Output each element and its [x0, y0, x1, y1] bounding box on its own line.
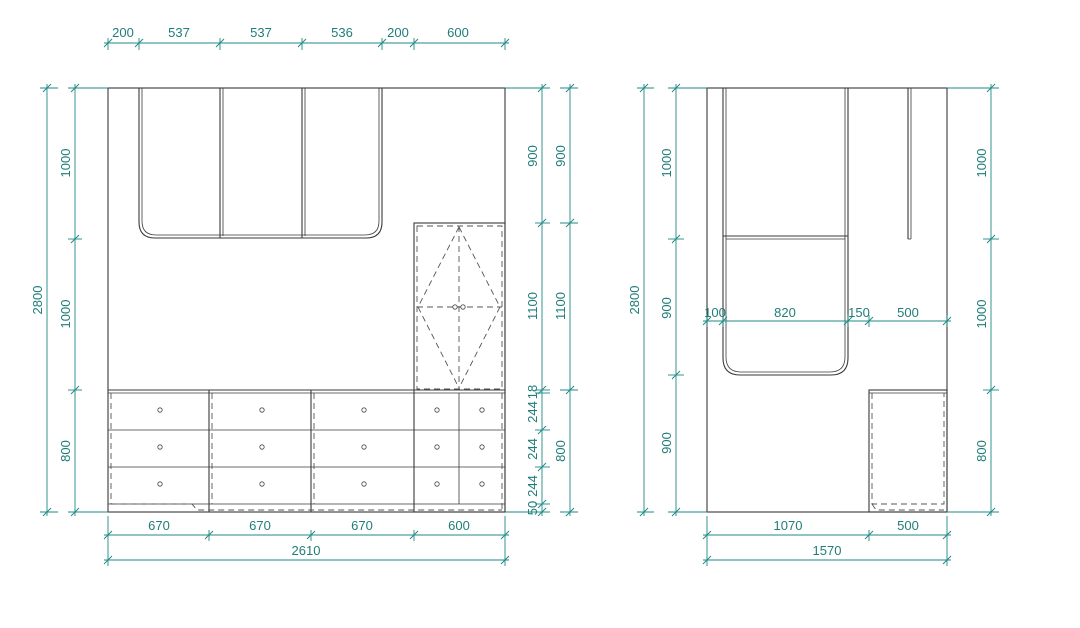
dim-text: 1000: [58, 300, 73, 329]
dim-text: 820: [774, 305, 796, 320]
upper-cabinet: [138, 88, 383, 239]
drawer-knobs: [157, 407, 485, 487]
front-bottom-dimension: [103, 516, 510, 566]
dim-text: 1070: [774, 518, 803, 533]
dim-text: 2800: [627, 286, 642, 315]
dim-text: 1100: [525, 292, 540, 320]
side-lower-hidden: [871, 393, 945, 505]
dim-text: 900: [553, 145, 568, 167]
dim-text: 670: [249, 518, 271, 533]
dim-text: 670: [148, 518, 170, 533]
dim-text: 800: [553, 440, 568, 462]
side-left-dimension: [637, 83, 707, 517]
side-elevation: 100 820 150 500 1070 500 1570 2800: [627, 83, 999, 566]
dim-text: 244: [525, 438, 540, 460]
dim-text: 600: [448, 518, 470, 533]
dim-text: 1100: [553, 292, 568, 320]
dim-text: 600: [447, 25, 469, 40]
front-top-dimension: [103, 38, 510, 50]
front-elevation: 200 537 537 536 200 600 670 670 670 600 …: [30, 25, 578, 566]
dim-text: 536: [331, 25, 353, 40]
dim-text: 1000: [58, 149, 73, 178]
dim-text: 1000: [974, 149, 989, 178]
dim-text: 1000: [974, 300, 989, 329]
front-left-dimension: [40, 83, 108, 517]
front-right-dimension: [505, 83, 578, 517]
dim-text: 50: [525, 501, 540, 515]
dim-text: 500: [897, 305, 919, 320]
dim-text: 200: [387, 25, 409, 40]
front-outline: [107, 87, 506, 513]
dim-text: 537: [168, 25, 190, 40]
door-swing: [458, 226, 501, 389]
dim-text: 670: [351, 518, 373, 533]
door-handle: [452, 304, 458, 310]
dim-text: 800: [58, 440, 73, 462]
upper-cabinet-inner: [141, 88, 380, 236]
dim-text: 900: [659, 297, 674, 319]
dim-text: 1000: [659, 149, 674, 178]
dim-text: 1570: [813, 543, 842, 558]
side-right-dimension: [947, 83, 999, 517]
side-bottom-dimension: [702, 516, 952, 566]
dim-text: 500: [897, 518, 919, 533]
side-lower-hidden: [871, 503, 944, 511]
dim-text: 800: [974, 440, 989, 462]
dim-text: 244: [525, 475, 540, 497]
dim-text: 900: [525, 145, 540, 167]
dim-text: 18: [525, 385, 540, 399]
dim-text: 244: [525, 401, 540, 423]
side-lower-box: [868, 389, 948, 513]
dim-text: 537: [250, 25, 272, 40]
dim-text: 100: [704, 305, 726, 320]
tall-cabinet: [413, 222, 506, 513]
dim-text: 2800: [30, 286, 45, 315]
door-handle: [460, 304, 466, 310]
drawer-block: [108, 390, 505, 512]
dim-text: 200: [112, 25, 134, 40]
dim-text: 900: [659, 432, 674, 454]
dim-text: 150: [848, 305, 870, 320]
side-outline: [706, 87, 948, 513]
dim-text: 2610: [292, 543, 321, 558]
side-upper-unit-inner: [725, 88, 846, 373]
side-inner-dimension: [702, 315, 952, 327]
door-swing: [417, 226, 460, 389]
tall-cabinet-doors: [416, 225, 503, 390]
side-upper-unit: [722, 88, 849, 376]
